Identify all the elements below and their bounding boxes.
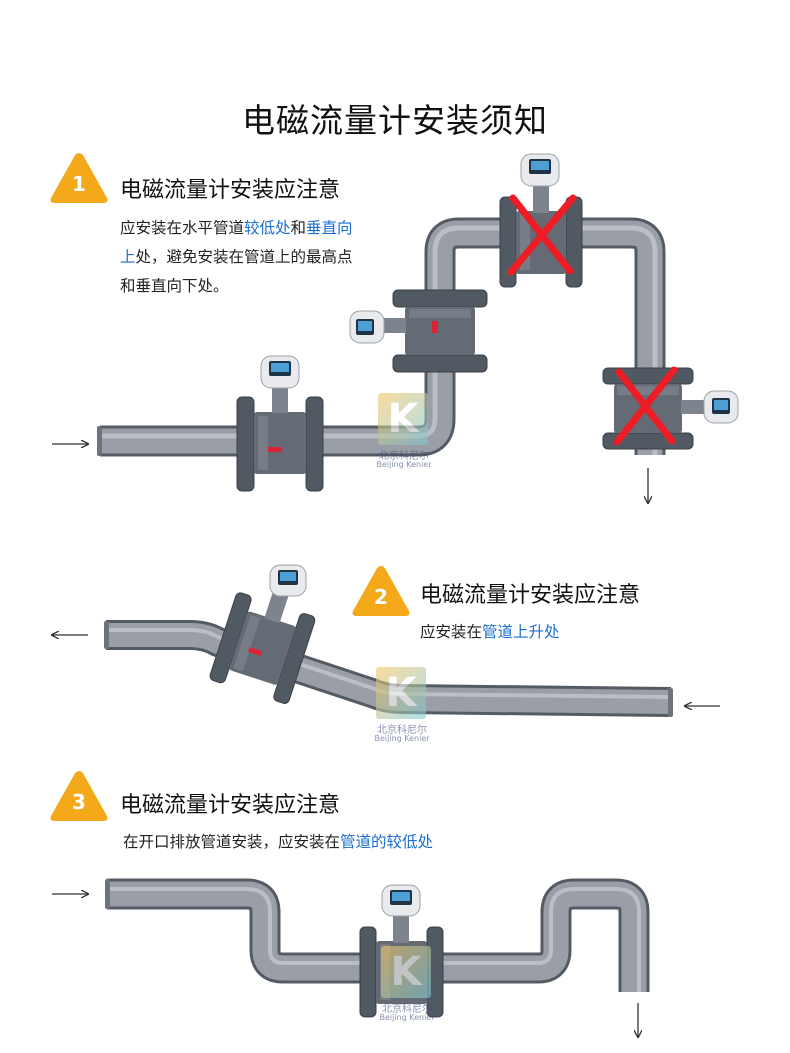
pipeline-1: [97, 217, 666, 457]
warning-triangle-icon: [50, 771, 108, 821]
note-1-line-1: 应安装在水平管道较低处和垂直向: [120, 214, 353, 243]
pipe-end-cap: [105, 879, 110, 909]
step-badge-2: 2: [350, 563, 412, 619]
note-3-heading: 电磁流量计安装应注意: [120, 793, 341, 818]
text-segment: 和: [290, 219, 307, 237]
wrong-cross-icon: [507, 194, 577, 276]
step-number: 2: [374, 585, 388, 609]
transmitter-head: [703, 390, 739, 424]
transmitter-head: [520, 153, 560, 187]
step-badge-3: 3: [48, 768, 110, 824]
step-number: 3: [72, 790, 86, 814]
pipeline-3: [105, 878, 650, 992]
text-segment: 处，避免安装在管道上的最高点: [135, 248, 353, 266]
note-2-heading: 电磁流量计安装应注意: [420, 583, 641, 608]
pipe-highlight: [100, 220, 663, 455]
logo-mark: K: [376, 667, 426, 719]
highlight-text: 管道的较低处: [340, 833, 434, 851]
highlight-text: 上: [120, 248, 136, 266]
logo-name-en: Beijing Kenier: [376, 460, 432, 469]
pipe-end-cap: [668, 688, 673, 717]
page-title: 电磁流量计安装须知: [242, 101, 548, 141]
flow-meter-wrong-vertical-down: [602, 366, 739, 450]
flow-meter-correct-vertical: [349, 289, 488, 373]
flow-meter-correct-rising: [209, 586, 316, 704]
step-badge-1: 1: [48, 150, 110, 206]
wrong-cross-icon: [613, 366, 678, 446]
note-1-heading: 电磁流量计安装应注意: [120, 178, 341, 203]
note-2-text: 应安装在管道上升处: [420, 618, 560, 647]
pipe-end-cap: [104, 621, 109, 649]
highlight-text: 较低处: [244, 219, 291, 237]
logo-name-cn: 北京科尼尔: [379, 451, 429, 462]
pipe-shine: [107, 887, 641, 992]
logo-name-cn: 北京科尼尔: [382, 1004, 432, 1015]
highlight-text: 管道上升处: [482, 623, 560, 641]
logo-name-cn: 北京科尼尔: [377, 725, 427, 736]
logo-name-en: Beijing Kenier: [374, 734, 430, 743]
step-number: 1: [72, 172, 86, 196]
watermark-logo: K 北京科尼尔 Beijing Kenier: [372, 667, 432, 757]
warning-triangle-icon: [352, 566, 410, 616]
logo-name-en: Beijing Kenier: [379, 1013, 435, 1022]
logo-mark: K: [381, 946, 431, 998]
pipe-shine: [100, 225, 658, 455]
note-1-text: 应安装在水平管道较低处和垂直向 上处，避免安装在管道上的最高点 和垂直向下处。: [120, 214, 353, 301]
flow-meter-wrong-highest-point: [499, 153, 583, 288]
watermark-logo: K 北京科尼尔 Beijing Kenier: [374, 393, 434, 483]
pipe-highlight: [107, 881, 647, 992]
note-2-line-1: 应安装在管道上升处: [420, 618, 560, 647]
warning-triangle-icon: [50, 153, 108, 203]
note-1-line-2: 上处，避免安装在管道上的最高点: [120, 243, 353, 272]
transmitter-head: [349, 310, 385, 344]
logo-mark: K: [378, 393, 428, 445]
watermark-logo: K 北京科尼尔 Beijing Kenier: [377, 946, 437, 1036]
note-1-line-3: 和垂直向下处。: [120, 272, 353, 301]
flow-meter-correct-horizontal: [236, 355, 324, 492]
note-3-line-1: 在开口排放管道安装，应安装在管道的较低处: [123, 828, 433, 857]
transmitter-head: [260, 355, 300, 389]
pipe-end-cap: [97, 426, 102, 456]
transmitter-head: [381, 884, 421, 917]
text-segment: 应安装在: [420, 623, 483, 641]
note-3-text: 在开口排放管道安装，应安装在管道的较低处: [123, 828, 433, 857]
transmitter-head: [269, 564, 307, 597]
text-segment: 在开口排放管道安装，应安装在: [123, 833, 341, 851]
text-segment: 和垂直向下处。: [120, 277, 229, 295]
text-segment: 应安装在水平管道: [120, 219, 245, 237]
highlight-text: 垂直向: [306, 219, 353, 237]
